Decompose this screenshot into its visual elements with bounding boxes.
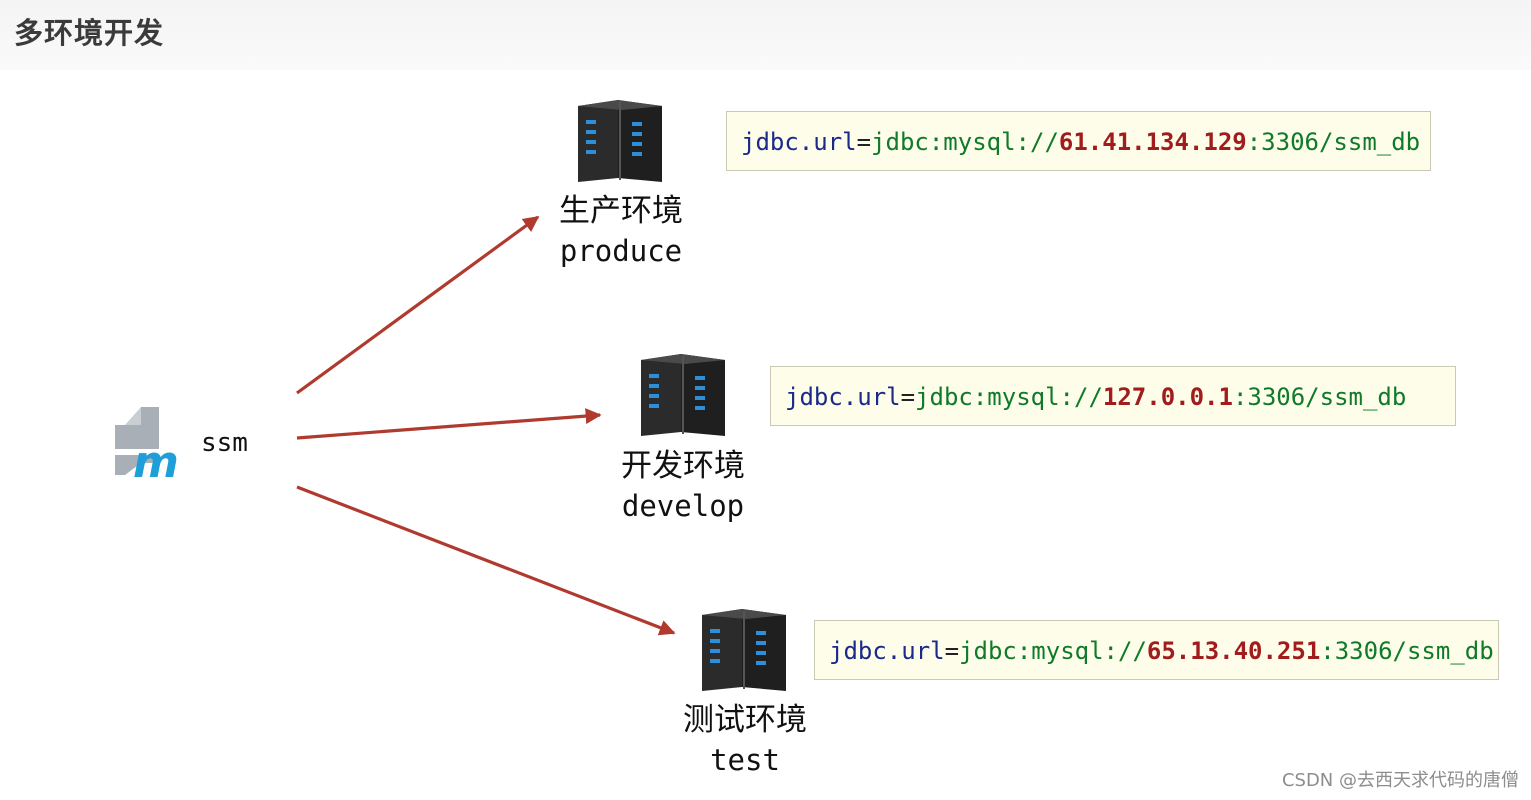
arrow-to-test (296, 485, 676, 636)
env-label-produce: 生产环境 produce (540, 196, 702, 266)
config-box-develop: jdbc.url=jdbc:mysql://127.0.0.1:3306/ssm… (770, 366, 1456, 426)
config-protocol: jdbc:mysql:// (915, 383, 1103, 411)
config-key: jdbc.url (785, 383, 901, 411)
project-name: ssm (201, 428, 248, 458)
config-key: jdbc.url (741, 128, 857, 156)
server-icon (641, 354, 725, 436)
env-name-cn: 生产环境 (559, 193, 683, 229)
env-label-develop: 开发环境 develop (602, 451, 764, 521)
config-protocol: jdbc:mysql:// (959, 637, 1147, 665)
config-port-db: :3306/ssm_db (1232, 383, 1407, 411)
config-key: jdbc.url (829, 637, 945, 665)
env-name-en: produce (559, 234, 683, 268)
config-box-test: jdbc.url=jdbc:mysql://65.13.40.251:3306/… (814, 620, 1499, 680)
env-label-test: 测试环境 test (664, 705, 826, 775)
svg-text:m: m (133, 437, 179, 481)
arrow-to-develop (296, 408, 602, 440)
config-ip: 61.41.134.129 (1058, 128, 1247, 156)
config-box-produce: jdbc.url=jdbc:mysql://61.41.134.129:3306… (726, 111, 1431, 171)
maven-project-icon: m (115, 407, 179, 481)
config-equals: = (856, 128, 872, 156)
env-name-en: test (710, 743, 780, 777)
config-port-db: :3306/ssm_db (1246, 128, 1421, 156)
config-protocol: jdbc:mysql:// (871, 128, 1059, 156)
config-port-db: :3306/ssm_db (1320, 637, 1494, 665)
server-icon (578, 100, 662, 182)
env-name-en: develop (621, 489, 745, 523)
server-icon (702, 609, 786, 691)
header-bar: 多环境开发 (0, 0, 1531, 70)
config-ip: 127.0.0.1 (1102, 383, 1233, 411)
page-title: 多环境开发 (14, 16, 165, 50)
watermark: CSDN @去西天求代码的唐僧 (1281, 770, 1519, 791)
env-name-cn: 开发环境 (621, 448, 745, 484)
arrow-to-produce (296, 215, 540, 395)
config-ip: 65.13.40.251 (1146, 637, 1321, 665)
config-equals: = (944, 637, 960, 665)
env-name-cn: 测试环境 (683, 702, 807, 738)
config-equals: = (900, 383, 916, 411)
